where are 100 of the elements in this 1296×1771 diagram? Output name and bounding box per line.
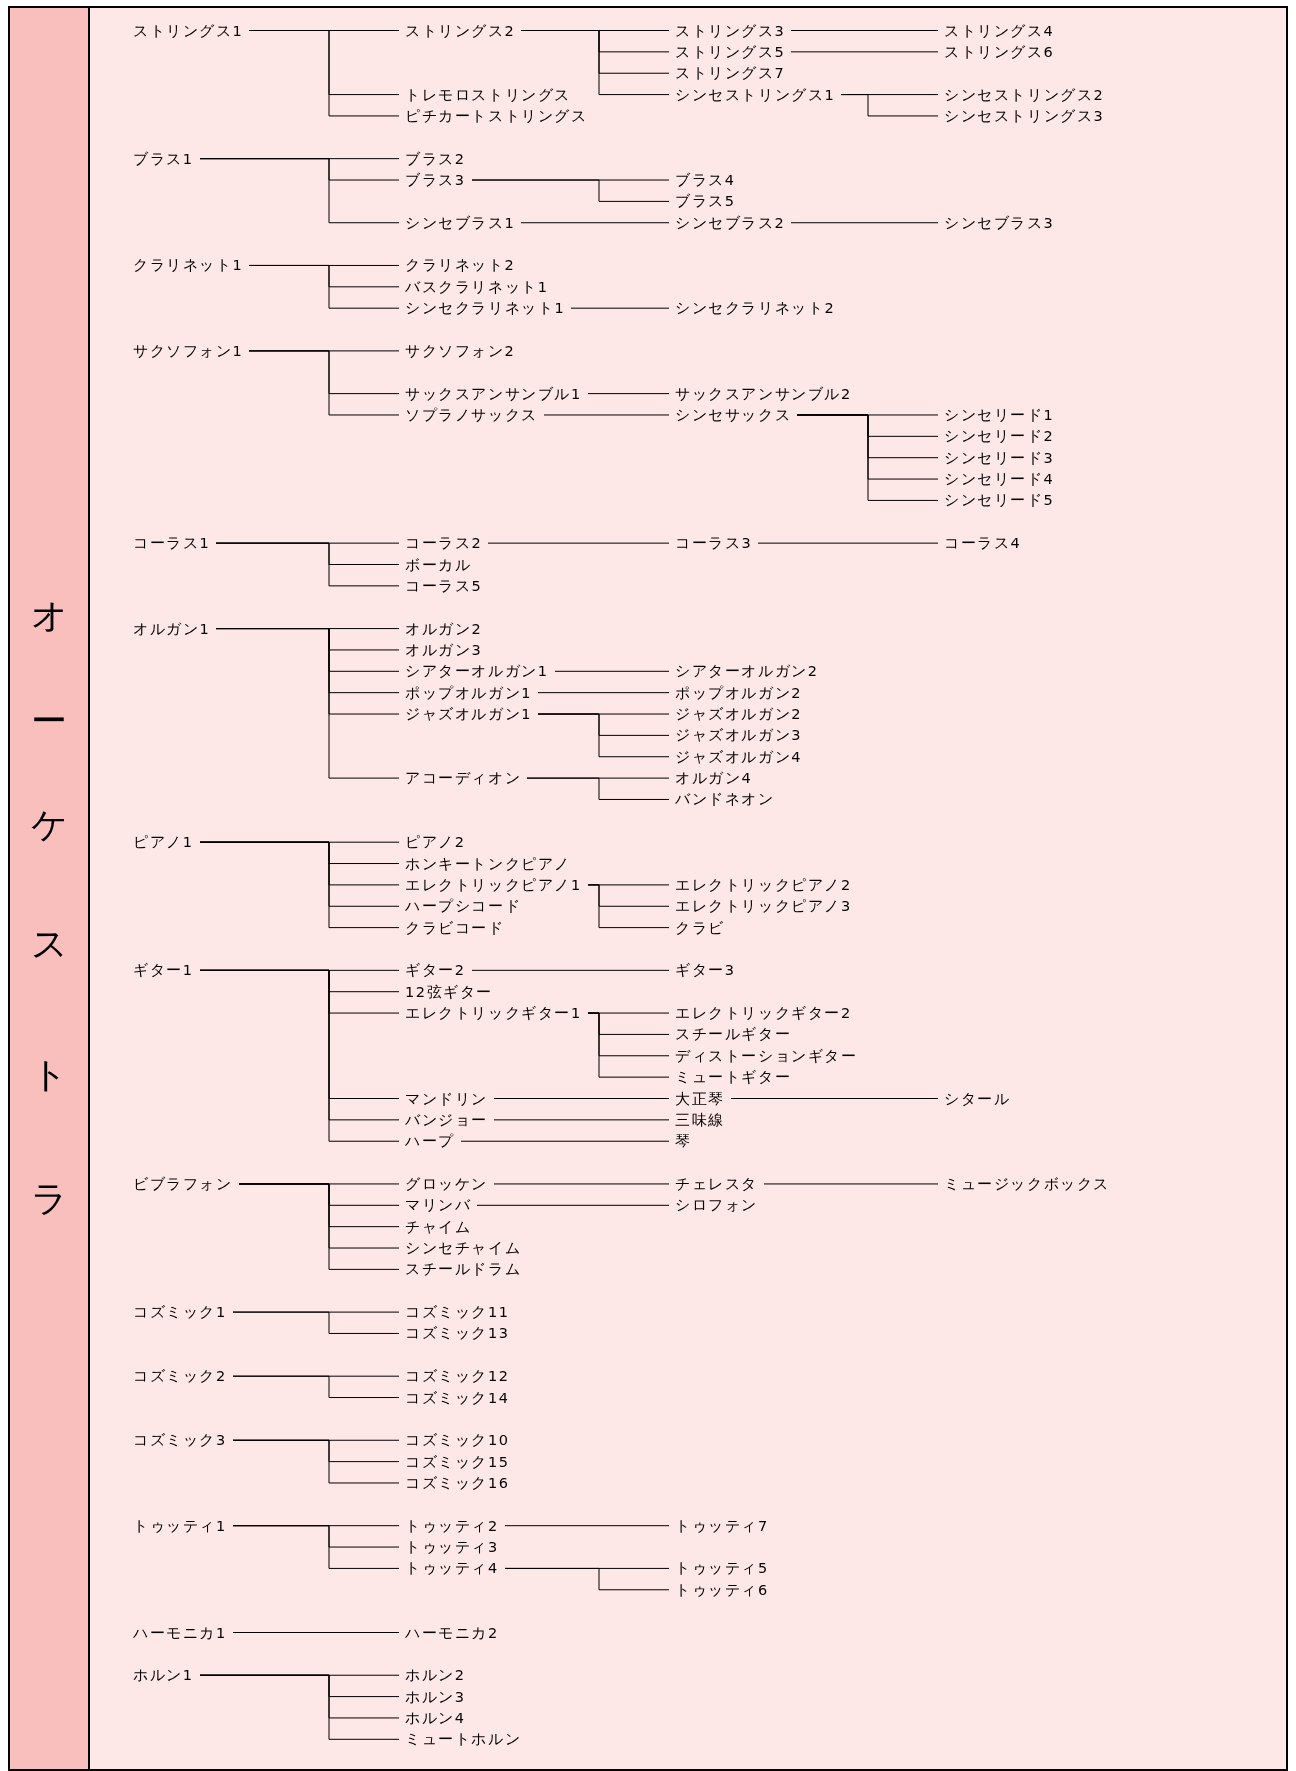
tree-label: チェレスタ	[669, 1174, 764, 1193]
connector-line	[587, 884, 670, 929]
connector-line	[493, 1098, 670, 1099]
tree-label: ピチカートストリングス	[399, 106, 594, 125]
tree-label: エレクトリックギター2	[669, 1004, 858, 1023]
tree-label: サクソフォン1	[127, 341, 250, 360]
connector-line	[796, 414, 939, 501]
tree-label: ソプラノサックス	[399, 405, 544, 424]
connector-line	[199, 841, 400, 929]
tree-label: シンセリード3	[938, 448, 1061, 467]
tree-label: コズミック15	[399, 1452, 516, 1471]
tree-label: ギター1	[127, 961, 200, 980]
connector-line	[504, 1525, 670, 1527]
connector-line	[232, 1311, 400, 1334]
side-band	[8, 6, 90, 1771]
tree-label: ブラス4	[669, 171, 742, 189]
tree-label: トゥッティ6	[669, 1580, 775, 1599]
tree-label: サクソフォン2	[399, 341, 522, 360]
tree-label: エレクトリックギター1	[399, 1004, 588, 1023]
tree-label: ポップオルガン2	[669, 683, 809, 702]
connector-line	[199, 1674, 400, 1740]
tree-label: クラリネット1	[127, 256, 250, 275]
connector-line	[232, 1525, 400, 1569]
tree-label: クラリネット2	[399, 256, 522, 275]
tree-label: ブラス2	[399, 149, 472, 168]
tree-label: ジャズオルガン3	[669, 726, 809, 745]
connector-line	[215, 542, 400, 587]
tree-label: トゥッティ5	[669, 1559, 775, 1578]
tree-label: グロッケン	[399, 1174, 494, 1193]
tree-label: シンセクラリネット2	[669, 299, 842, 318]
tree-label: コーラス2	[399, 534, 489, 553]
connector-line	[543, 414, 670, 416]
tree-label: エレクトリックピアノ3	[669, 897, 858, 916]
tree-label: ホルン4	[399, 1708, 472, 1727]
tree-label: シンセチャイム	[399, 1239, 528, 1257]
tree-label: オルガン4	[669, 769, 759, 788]
connector-line	[248, 264, 400, 309]
tree-label: コズミック11	[399, 1303, 516, 1322]
connector-line	[730, 1098, 939, 1099]
tree-label: アコーディオン	[399, 769, 528, 788]
connector-line	[493, 1119, 670, 1121]
tree-label: クラビコード	[399, 918, 511, 937]
connector-line	[537, 713, 670, 758]
connector-line	[232, 1439, 400, 1484]
tree-label: トゥッティ3	[399, 1538, 505, 1557]
tree-label: シンセストリングス2	[938, 85, 1111, 104]
tree-label: ホルン1	[127, 1666, 200, 1685]
tree-label: エレクトリックピアノ2	[669, 875, 858, 894]
tree-label: 大正琴	[669, 1089, 731, 1108]
tree-label: シンセブラス3	[938, 213, 1061, 232]
tree-label: トゥッティ2	[399, 1516, 505, 1535]
tree-label: ギター2	[399, 961, 472, 980]
tree-label: コーラス5	[399, 576, 489, 595]
tree-label: シンセブラス1	[399, 213, 522, 232]
tree-label: オルガン1	[127, 619, 217, 638]
tree-label: シンセストリングス3	[938, 106, 1111, 125]
tree-label: コズミック14	[399, 1388, 516, 1407]
tree-label: シロフォン	[669, 1196, 764, 1215]
connector-line	[232, 1375, 400, 1399]
connector-line	[587, 1012, 670, 1078]
tree-label: チャイム	[399, 1217, 478, 1236]
tree-label: シンセサックス	[669, 405, 798, 424]
tree-label: オルガン2	[399, 619, 489, 638]
connector-line	[504, 1567, 670, 1591]
tree-label: トゥッティ7	[669, 1516, 775, 1535]
connector-line	[757, 542, 939, 544]
tree-label: エレクトリックピアノ1	[399, 875, 588, 894]
tree-label: ジャズオルガン4	[669, 747, 809, 766]
tree-label: コーラス4	[938, 534, 1028, 553]
connector-line	[554, 670, 670, 672]
tree-label: ハーモニカ2	[399, 1623, 505, 1642]
tree-label: スチールギター	[669, 1025, 798, 1044]
tree-label: オルガン3	[399, 640, 489, 659]
tree-label: ピアノ2	[399, 833, 472, 852]
tree-label: 琴	[669, 1132, 698, 1151]
tree-label: コズミック13	[399, 1324, 516, 1343]
tree-label: ブラス3	[399, 171, 472, 189]
tree-label: ミュージックボックス	[938, 1174, 1116, 1193]
tree-label: スチールドラム	[399, 1260, 528, 1279]
connector-line	[790, 30, 939, 31]
tree-label: ハーモニカ1	[127, 1623, 233, 1642]
tree-label: コズミック3	[127, 1431, 233, 1450]
tree-label: ハープシコード	[399, 897, 528, 916]
tree-label: ジャズオルガン2	[669, 705, 809, 723]
tree-label: ストリングス5	[669, 42, 792, 61]
connector-line	[790, 222, 939, 224]
connector-line	[471, 179, 670, 202]
tree-label: ストリングス3	[669, 21, 792, 40]
connector-line	[248, 30, 400, 117]
tree-label: コズミック16	[399, 1473, 516, 1492]
tree-label: マンドリン	[399, 1089, 494, 1108]
tree-label: トゥッティ1	[127, 1516, 233, 1535]
tree-label: ホルン2	[399, 1666, 472, 1685]
connector-line	[570, 307, 670, 309]
tree-label: クラビ	[669, 918, 731, 937]
tree-label: シタール	[938, 1089, 1017, 1108]
tree-label: ストリングス4	[938, 21, 1061, 40]
tree-label: トゥッティ4	[399, 1559, 505, 1578]
tree-label: ボーカル	[399, 555, 478, 574]
tree-label: シンセクラリネット1	[399, 299, 572, 318]
